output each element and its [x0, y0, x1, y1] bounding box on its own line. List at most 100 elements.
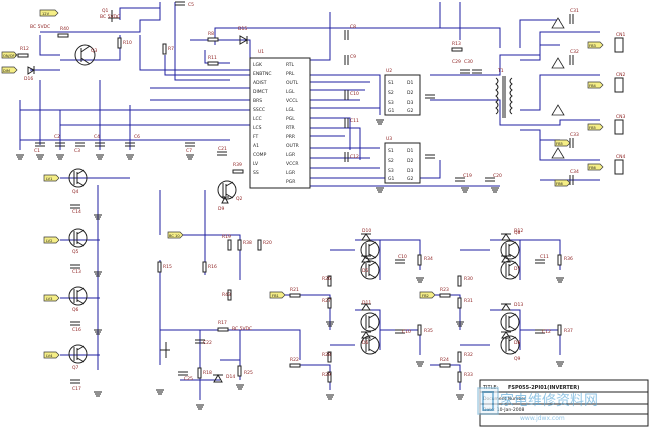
capacitor-layer: C1 C2 C3 C4 C5 C6 C7 C8 C9 C10 C11 C12 C… — [34, 1, 579, 392]
capacitor: C22 — [195, 339, 212, 346]
capacitor — [425, 154, 435, 159]
mosfet-right-1 — [360, 240, 380, 260]
tag-text: LV2 — [46, 239, 52, 243]
resistor-r21: R21 — [289, 287, 301, 298]
ic-ref: U2 — [386, 68, 392, 74]
ref-label: C19 — [463, 173, 472, 179]
resistor-r15: R15 — [157, 261, 172, 273]
capacitor: C9 — [344, 54, 356, 65]
pin-label: LGK — [253, 62, 263, 68]
diode-d9: D9 — [218, 195, 229, 212]
tag-text: ON/OFF — [3, 54, 17, 58]
capacitor: C3 — [74, 142, 85, 154]
ref-label: R38 — [243, 240, 252, 246]
resistor-r16: R16 — [202, 261, 217, 273]
tag-text: FB6 — [589, 166, 597, 170]
hv-warning-icon — [551, 17, 565, 29]
resistor-r32: R32 — [457, 351, 473, 363]
capacitor: C10 — [395, 254, 407, 264]
capacitor: C2 — [54, 134, 65, 147]
ref-label: R29 — [322, 372, 331, 378]
watermark-url: www.jdwx.com — [520, 415, 565, 422]
ground-icon — [94, 271, 102, 277]
ref-label: C3 — [74, 148, 80, 154]
ref-label: C32 — [570, 49, 579, 55]
tag-dim: DIM — [1, 66, 18, 74]
tag-text: FB3 — [589, 44, 596, 48]
resistor-r27: R27 — [322, 297, 332, 309]
resistor-r40: R40 — [57, 26, 69, 38]
resistor-r19: R19 — [222, 234, 232, 251]
capacitor — [425, 94, 435, 99]
ref-label: CN3 — [616, 114, 626, 120]
ref-label: D14 — [226, 374, 235, 380]
mosfet-left-4: Q7 — [68, 344, 88, 371]
capacitor: C17 — [70, 379, 81, 392]
ref-label: Q4 — [72, 189, 79, 195]
resistor-r36: R36 — [557, 254, 573, 266]
watermark-logo: 家电维修资料网 www.jdwx.com — [477, 387, 598, 422]
ground-icon — [326, 321, 334, 327]
ref-label: C7 — [186, 148, 192, 154]
connector-cn4: CN4 — [614, 154, 626, 175]
ref-label: D6 — [362, 340, 368, 346]
capacitor: C12 — [344, 152, 359, 162]
capacitor: C33 — [569, 132, 579, 148]
resistor-r25: R25 — [237, 365, 253, 377]
tag-fb2: FB2 — [419, 291, 436, 299]
capacitor: C32 — [569, 49, 579, 65]
ref-label: R28 — [322, 352, 331, 358]
resistor-r31: R31 — [457, 297, 473, 309]
diode-d7: D7 — [501, 255, 520, 272]
ground-icon — [186, 154, 194, 160]
ref-label: R19 — [222, 234, 231, 240]
ground-icon — [376, 119, 384, 125]
ref-label: D13 — [514, 302, 523, 308]
output-connectors: CN1 CN2 CN3 CN4 — [614, 32, 626, 175]
pin-label: LGR — [286, 152, 295, 158]
ref-label: R37 — [564, 328, 573, 334]
pin-label: D1 — [407, 148, 413, 154]
ref-label: C34 — [570, 169, 579, 175]
pin-label: S1 — [388, 148, 394, 154]
ground-icon — [236, 384, 244, 390]
pin-label: RTL — [286, 62, 295, 68]
capacitor: C4 — [94, 134, 105, 147]
pin-label: PGR — [286, 179, 295, 185]
pin-label: PGL — [286, 116, 295, 122]
ref-label: R21 — [290, 287, 299, 293]
wire-layer — [19, 2, 600, 400]
ground-icon — [36, 154, 44, 160]
transistor-q3: Q3 — [74, 44, 98, 66]
ground-icon — [56, 154, 64, 160]
resistor-r34: R34 — [417, 254, 433, 266]
connector-cn2: CN2 — [614, 72, 626, 93]
ground-icon — [461, 187, 469, 193]
transistor-q1: Q1 — [102, 8, 120, 22]
ref-label: D9 — [218, 206, 224, 212]
ref-label: R33 — [464, 372, 473, 378]
ref-label: Q9 — [514, 356, 521, 362]
resistor-r30: R30 — [457, 275, 473, 287]
ref-label: R11 — [208, 55, 217, 61]
tag-fb6: FB6 — [587, 163, 604, 171]
ground-icon — [456, 394, 464, 400]
ground-icon — [94, 214, 102, 220]
ground-icon — [126, 154, 134, 160]
resistor-r13: R13 — [451, 41, 463, 52]
pin-label: FT — [253, 134, 259, 140]
title-row-2: Document Number — [483, 396, 526, 402]
ref-label: Q8 — [514, 230, 521, 236]
ref-label: Q5 — [72, 249, 79, 255]
ref-label: C6 — [134, 134, 140, 140]
ref-label: R40 — [60, 26, 69, 32]
resistor-r8: R8 — [207, 31, 219, 42]
resistor-r33: R33 — [457, 371, 473, 383]
ref-label: C29 — [452, 59, 461, 65]
ref-label: R31 — [464, 298, 473, 304]
mosfet-right-7 — [500, 312, 520, 332]
transistor-layer: Q1 Q3 Q4 Q5 Q6 Q7 — [68, 8, 521, 371]
mosfet-right-4 — [360, 260, 380, 280]
ref-label: C21 — [218, 146, 227, 152]
